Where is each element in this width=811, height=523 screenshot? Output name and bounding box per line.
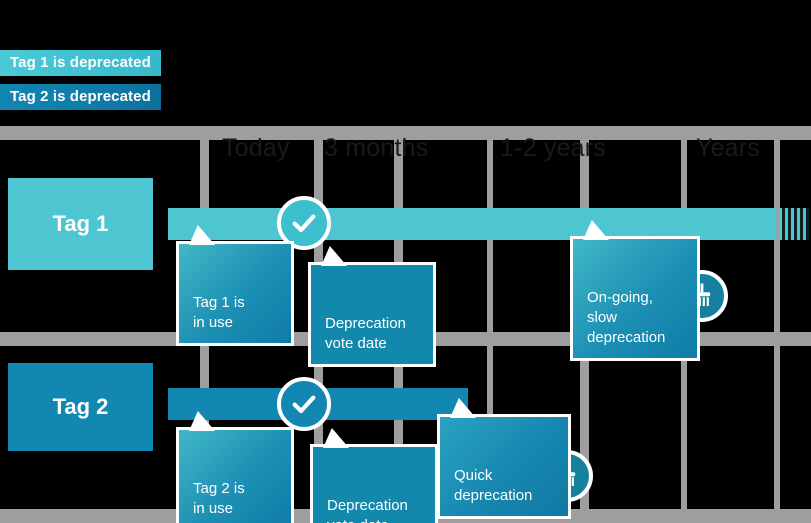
grid-vline-7 <box>774 126 780 523</box>
callout-tag1-vote-date: Deprecation vote date <box>308 246 436 367</box>
callout-tag1-slow-deprecation: On-going, slow deprecation <box>570 220 700 361</box>
tag-label-box-tag2: Tag 2 <box>8 363 153 451</box>
callout-text: On-going, slow deprecation <box>587 289 666 346</box>
check-icon <box>292 214 316 233</box>
callout-tail-icon <box>321 246 347 266</box>
column-header-today: Today <box>222 134 290 162</box>
callout-text: Deprecation vote date <box>325 315 406 352</box>
timeline-bar-tag1-fade <box>773 208 809 240</box>
badge-tag2-deprecated: Tag 2 is deprecated <box>0 84 161 110</box>
callout-text: Deprecation vote date <box>327 497 408 523</box>
callout-tag2-in-use: Tag 2 is in use <box>176 411 294 523</box>
callout-tag2-vote-date: Deprecation vote date <box>310 428 438 523</box>
callout-tag2-quick-deprecation: Quick deprecation <box>437 398 571 519</box>
callout-text: Quick deprecation <box>454 467 533 504</box>
check-icon-tag2 <box>277 377 331 431</box>
tag1-name: Tag 1 <box>52 211 109 236</box>
grid-vline-4 <box>487 126 493 523</box>
badge-tag1-deprecated: Tag 1 is deprecated <box>0 50 161 76</box>
callout-text: Tag 2 is in use <box>193 480 245 517</box>
check-icon <box>292 395 316 414</box>
callout-tag1-in-use: Tag 1 is in use <box>176 225 294 346</box>
tag2-name: Tag 2 <box>52 394 109 419</box>
column-header-1-2years: 1-2 years <box>500 134 607 162</box>
callout-text: Tag 1 is in use <box>193 294 245 331</box>
timeline-bar-tag1 <box>168 208 773 240</box>
callout-tail-icon <box>323 428 349 448</box>
column-header-3months: 3 months <box>324 134 429 162</box>
tag-label-box-tag1: Tag 1 <box>8 178 153 270</box>
column-header-years: Years <box>696 134 761 162</box>
